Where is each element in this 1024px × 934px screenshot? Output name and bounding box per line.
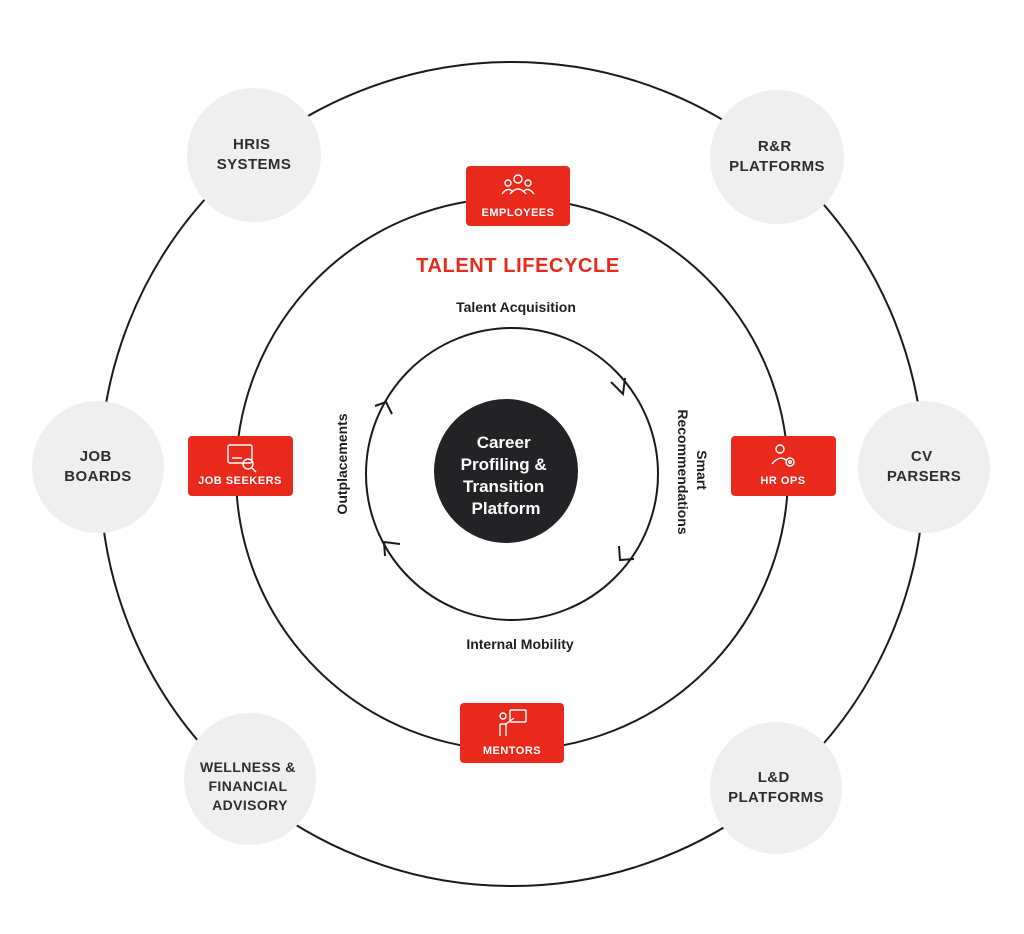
satellite-label: HRIS SYSTEMS [217, 136, 291, 173]
satellite-line: HRIS [233, 136, 270, 153]
satellite-line: JOB [80, 448, 112, 465]
core-label: Career Profiling & Transition Platform [461, 433, 552, 518]
satellite-label: L&D PLATFORMS [728, 769, 824, 806]
satellite-circle [32, 401, 164, 533]
badge-job-seekers: JOB SEEKERS [188, 436, 293, 496]
inner-cycle-ring [365, 327, 659, 621]
badge-mentors: MENTORS [460, 703, 564, 763]
badge-box [731, 436, 836, 496]
satellite-line: PLATFORMS [729, 158, 825, 175]
user-gear-icon [771, 444, 795, 467]
core-platform: Career Profiling & Transition Platform [434, 399, 578, 543]
satellite-label: R&R PLATFORMS [729, 138, 825, 175]
satellite-line: L&D [758, 769, 790, 786]
job-search-icon [227, 444, 257, 473]
satellite-line: PARSERS [887, 468, 961, 485]
badge-label: JOB SEEKERS [198, 475, 282, 487]
satellite-line: WELLNESS & [200, 759, 296, 775]
badge-employees: EMPLOYEES [466, 166, 570, 226]
ring-label-line: Recommendations [675, 409, 691, 534]
badge-box [466, 166, 570, 226]
cycle-arrow-top-right [610, 377, 626, 397]
badge-box [460, 703, 564, 763]
satellite-line: SYSTEMS [217, 156, 291, 173]
badge-label: EMPLOYEES [482, 207, 555, 219]
satellite-circle [858, 401, 990, 533]
badge-box [188, 436, 293, 496]
satellite-label: JOB BOARDS [64, 448, 131, 485]
core-line: Transition [463, 477, 544, 496]
lifecycle-title: TALENT LIFECYCLE [416, 255, 620, 277]
core-circle [434, 399, 578, 543]
satellite-line: ADVISORY [212, 797, 288, 813]
satellite-ld-platforms: L&D PLATFORMS [710, 722, 842, 854]
badge-label: MENTORS [483, 745, 541, 757]
satellite-circle [187, 88, 321, 222]
satellite-cv-parsers: CV PARSERS [858, 401, 990, 533]
ring-label-line: Smart [694, 450, 710, 490]
badge-hr-ops: HR OPS [731, 436, 836, 496]
satellite-line: CV [911, 448, 933, 465]
satellite-label: WELLNESS & FINANCIAL ADVISORY [200, 759, 300, 813]
satellite-circle [710, 90, 844, 224]
cycle-arrow-bottom-right [618, 545, 635, 562]
satellite-line: BOARDS [64, 468, 131, 485]
presenter-icon [499, 709, 527, 736]
ring-label-outplacements: Outplacements [334, 413, 350, 514]
core-line: Platform [472, 499, 541, 518]
people-group-icon [501, 174, 535, 195]
satellite-job-boards: JOB BOARDS [32, 401, 164, 533]
satellite-line: R&R [758, 138, 792, 155]
satellite-line: PLATFORMS [728, 789, 824, 806]
satellite-hris-systems: HRIS SYSTEMS [187, 88, 321, 222]
ring-label-internal-mobility: Internal Mobility [466, 636, 574, 652]
satellite-label: CV PARSERS [887, 448, 961, 485]
satellite-line: FINANCIAL [208, 778, 287, 794]
satellite-wellness-financial-advisory: WELLNESS & FINANCIAL ADVISORY [184, 713, 316, 845]
satellite-rr-platforms: R&R PLATFORMS [710, 90, 844, 224]
ring-label-talent-acquisition: Talent Acquisition [456, 299, 576, 315]
cycle-arrow-bottom-left [382, 540, 401, 557]
cycle-arrow-top-left [374, 400, 393, 415]
satellite-circle [710, 722, 842, 854]
badge-label: HR OPS [760, 475, 805, 487]
core-line: Profiling & [461, 455, 547, 474]
satellite-circle [184, 713, 316, 845]
core-line: Career [477, 433, 531, 452]
ring-label-smart-recommendations: Smart Recommendations [675, 409, 710, 534]
